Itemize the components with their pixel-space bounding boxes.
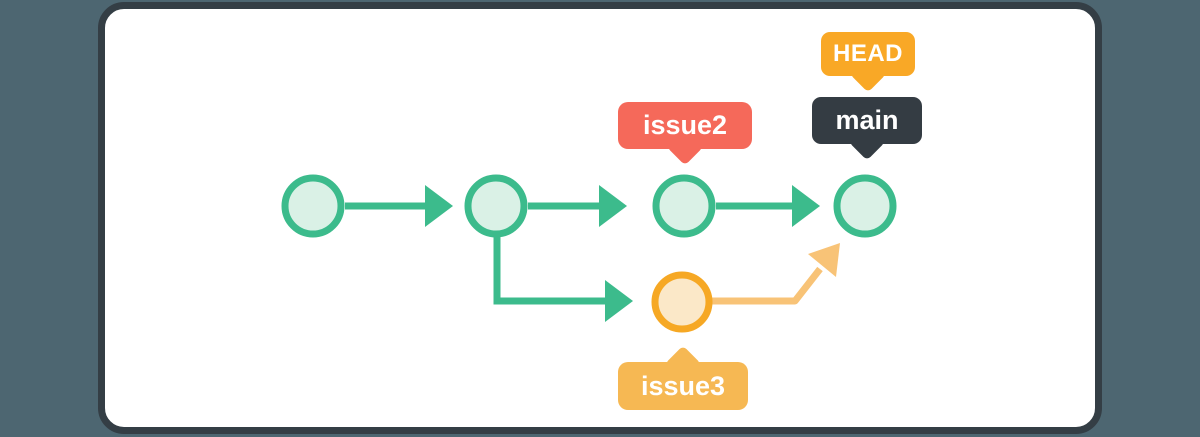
issue3-badge: issue3	[618, 345, 748, 410]
head-badge-label: HEAD	[832, 40, 903, 67]
main-badge-label: main	[835, 105, 899, 135]
head-badge: HEAD	[821, 32, 915, 93]
issue2-badge: issue2	[618, 102, 752, 166]
issue3-badge-label: issue3	[640, 370, 726, 401]
main-badge: main	[812, 97, 922, 161]
issue2-badge-label: issue2	[642, 110, 728, 140]
diagram-card	[98, 2, 1102, 434]
